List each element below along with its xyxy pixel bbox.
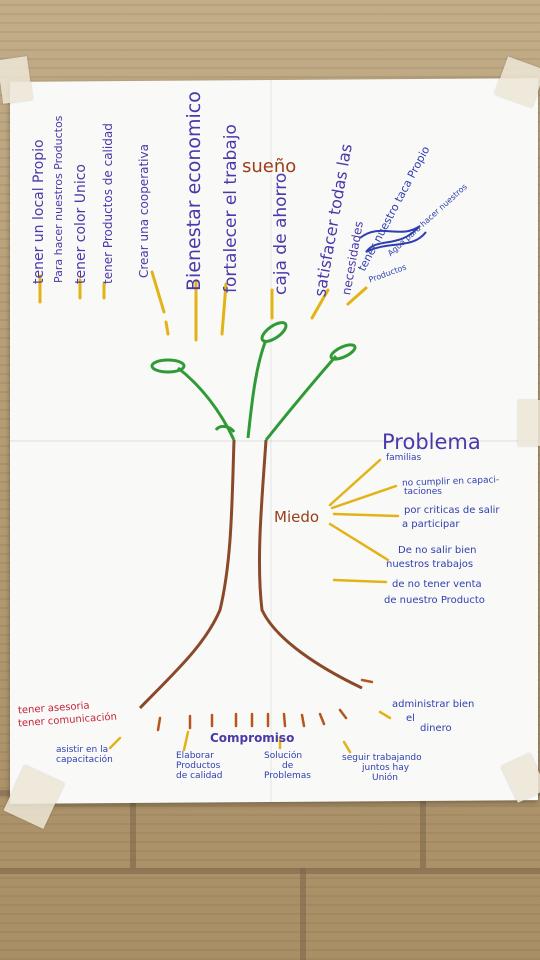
fear-item: familias bbox=[386, 453, 422, 463]
fear-item: de no tener venta bbox=[392, 579, 482, 590]
mortar-joint bbox=[130, 790, 136, 868]
commitment-item: asistir en la bbox=[56, 745, 109, 755]
branch-middle bbox=[246, 339, 268, 439]
miedo-title: Miedo bbox=[274, 508, 320, 526]
problema-title: Problema bbox=[382, 430, 481, 454]
commitment-item: Solución bbox=[264, 751, 303, 761]
fear-item: nuestros trabajos bbox=[386, 559, 474, 570]
leaf-right bbox=[329, 343, 357, 361]
trunk-left-edge bbox=[138, 439, 236, 710]
tape-right bbox=[518, 400, 540, 446]
dream-item: fortalecer el trabajo bbox=[221, 124, 241, 293]
dream-item: Bienestar economico bbox=[183, 91, 205, 291]
commitment-item: capacitación bbox=[56, 755, 113, 765]
commitment-item: de calidad bbox=[176, 771, 223, 781]
dream-item: caja de ahorro bbox=[271, 172, 291, 295]
mortar-joint bbox=[300, 868, 306, 960]
dream-lines bbox=[38, 270, 368, 342]
mortar-line bbox=[0, 868, 540, 874]
fear-item: a participar bbox=[402, 519, 460, 530]
dream-item: tener Productos de calidad bbox=[101, 123, 115, 284]
fear-item: De no salir bien bbox=[398, 545, 477, 556]
sueno-title: sueño bbox=[242, 156, 297, 177]
commitment-item: Problemas bbox=[264, 771, 311, 781]
dream-item: Para hacer nuestros Productos bbox=[52, 115, 65, 283]
branch-right bbox=[264, 355, 338, 441]
commitment-item: administrar bien bbox=[392, 699, 475, 710]
commitment-item: dinero bbox=[420, 723, 452, 734]
scribble-mark bbox=[359, 225, 427, 253]
commitment-item: de bbox=[282, 761, 294, 771]
leaf-middle bbox=[260, 321, 288, 343]
root-ticks bbox=[156, 678, 374, 732]
dream-item: Crear una cooperativa bbox=[137, 144, 151, 278]
trunk-right-edge bbox=[257, 439, 363, 690]
fear-item: de nuestro Producto bbox=[384, 595, 485, 606]
branch-left-bud bbox=[214, 424, 236, 433]
commitment-item: el bbox=[406, 713, 415, 724]
fear-item: taciones bbox=[404, 487, 442, 497]
dream-item: tener color Unico bbox=[73, 164, 89, 284]
dream-item: tener un local Propio bbox=[31, 139, 47, 284]
commitment-item: seguir trabajando bbox=[342, 753, 422, 763]
paper-fold bbox=[10, 440, 538, 442]
commitment-item: juntos hay bbox=[362, 763, 410, 773]
commitment-lines bbox=[108, 710, 392, 754]
paper-fold bbox=[270, 80, 272, 802]
branch-left bbox=[177, 366, 236, 441]
leaf-left bbox=[150, 358, 186, 374]
commitment-item: Unión bbox=[372, 773, 399, 783]
commitment-item: Productos bbox=[176, 761, 221, 771]
compromiso-title: Compromiso bbox=[210, 731, 295, 745]
fear-item: por criticas de salir bbox=[404, 505, 500, 516]
mortar-joint bbox=[420, 790, 426, 868]
fear-lines bbox=[328, 458, 400, 584]
commitment-item: Elaborar bbox=[176, 751, 214, 761]
